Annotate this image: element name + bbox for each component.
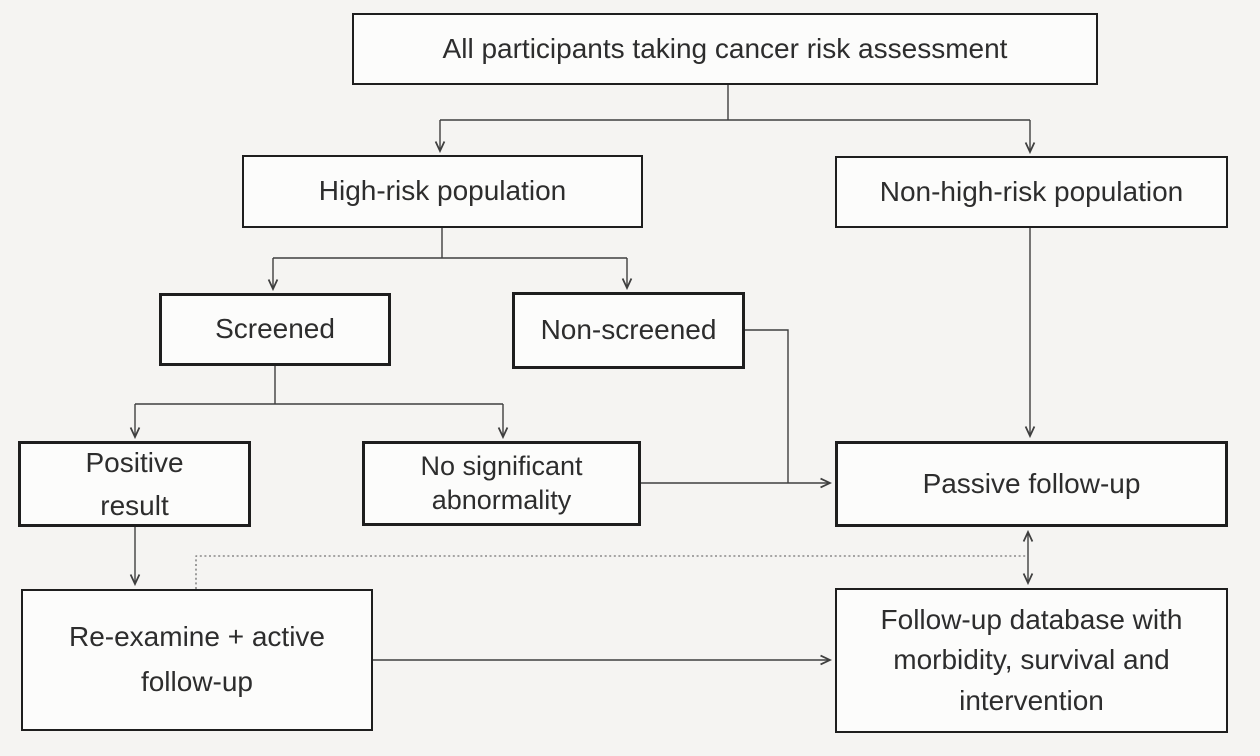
dotted-feedback-line: [195, 555, 1028, 589]
connector-non-screened-to-passive: [745, 329, 789, 483]
node-non-high-risk-population: Non-high-risk population: [835, 156, 1228, 228]
connector-top-to-branches: [440, 85, 1030, 121]
node-passive-follow-up: Passive follow-up: [835, 441, 1228, 527]
node-re-examine-active-follow-up: Re-examine + active follow-up: [21, 589, 373, 731]
connector-high-risk-split: [273, 228, 627, 259]
node-screened: Screened: [159, 293, 391, 366]
node-non-screened: Non-screened: [512, 292, 745, 369]
node-follow-up-database: Follow-up database with morbidity, survi…: [835, 588, 1228, 733]
connector-screened-split: [135, 366, 503, 405]
node-high-risk-population: High-risk population: [242, 155, 643, 228]
node-no-significant-abnormality: No significant abnormality: [362, 441, 641, 526]
node-positive-result: Positive result: [18, 441, 251, 527]
node-all-participants: All participants taking cancer risk asse…: [352, 13, 1098, 85]
